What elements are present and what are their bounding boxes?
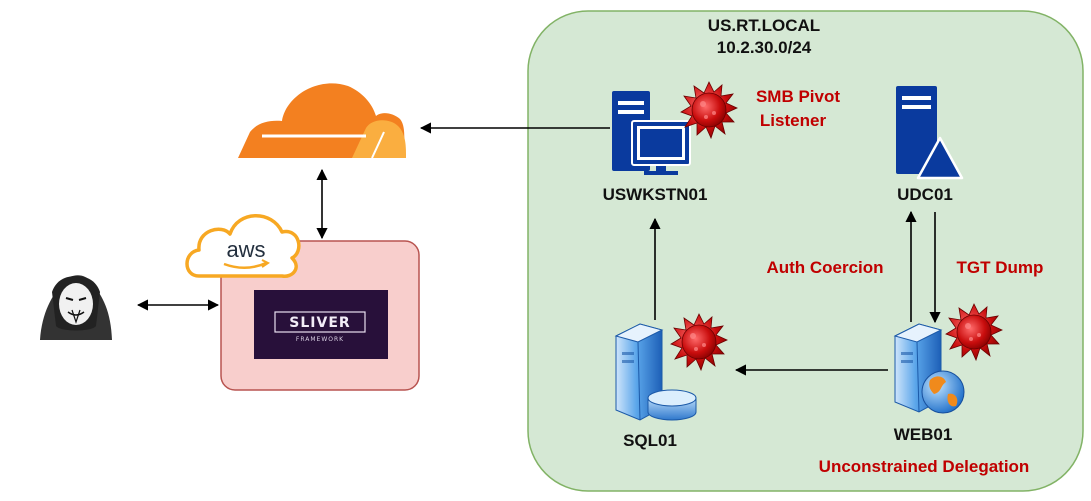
aws-cloud-icon: aws	[185, 214, 301, 278]
annotation-tgt-dump: TGT Dump	[957, 258, 1044, 277]
annotation-auth-coercion: Auth Coercion	[766, 258, 883, 277]
host-label-web: WEB01	[894, 425, 953, 444]
host-label-workstation: USWKSTN01	[603, 185, 708, 204]
host-label-dc: UDC01	[897, 185, 953, 204]
domain-controller-icon	[896, 86, 964, 180]
sliver-logo-subtext: FRAMEWORK	[296, 336, 344, 343]
network-domain-label: US.RT.LOCAL	[708, 16, 820, 35]
host-label-sql: SQL01	[623, 431, 677, 450]
annotation-listener: Listener	[760, 111, 827, 130]
network-zone	[527, 10, 1084, 492]
sliver-logo-text: SLIVER	[289, 315, 350, 331]
sliver-logo: SLIVER FRAMEWORK	[254, 290, 388, 359]
annotation-smb-pivot: SMB Pivot	[756, 87, 840, 106]
cloudflare-cloud-icon	[238, 83, 406, 159]
hacker-icon	[40, 275, 112, 340]
network-subnet-label: 10.2.30.0/24	[717, 38, 812, 57]
workstation-icon	[612, 91, 691, 175]
web-server-icon	[893, 323, 965, 414]
annotation-unconstrained-delegation: Unconstrained Delegation	[819, 457, 1030, 476]
aws-logo-text: aws	[226, 237, 265, 262]
sql-server-icon	[614, 323, 697, 421]
